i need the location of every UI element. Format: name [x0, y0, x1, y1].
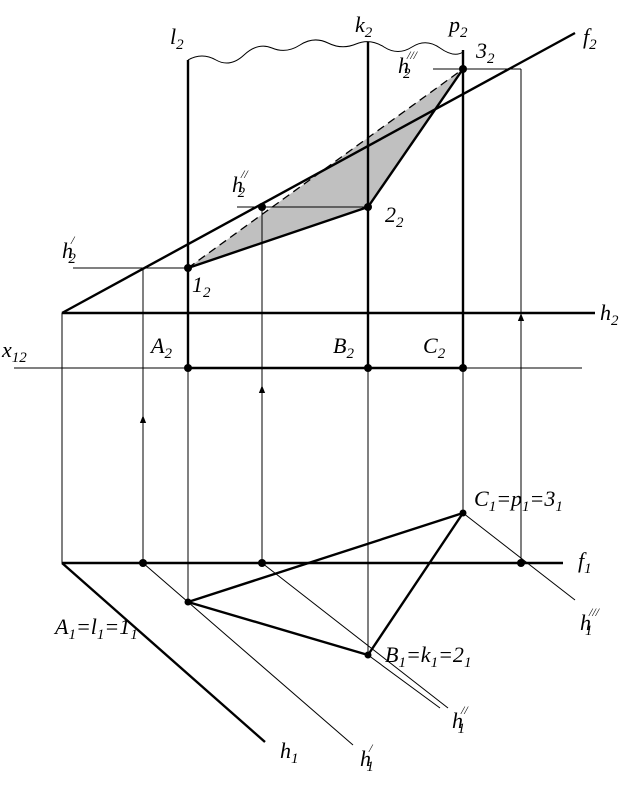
line-from-B1	[367, 654, 441, 709]
line-f2	[61, 31, 576, 315]
label-B1-k1-21: B1=k1=21	[385, 642, 471, 671]
edge-22-32	[367, 68, 464, 208]
point-A2	[184, 364, 192, 372]
label-x12: x12	[1, 337, 27, 366]
label-B2: B2	[333, 333, 354, 362]
point-1-2	[184, 264, 192, 272]
label-h1: h1	[280, 738, 299, 767]
line-h1b	[261, 562, 449, 709]
label-point-3-2: 32	[475, 38, 495, 67]
point-f1-h1b	[258, 559, 266, 567]
point-3-2	[459, 65, 467, 73]
label-k2: k2	[355, 12, 373, 41]
label-C2: C2	[423, 333, 446, 362]
point-f1-h1c	[517, 559, 525, 567]
point-A1	[184, 598, 192, 606]
label-A2: A2	[149, 333, 172, 362]
label-l2: l2	[170, 24, 184, 53]
line-h1c	[462, 512, 576, 601]
point-C2	[459, 364, 467, 372]
label-f2: f2	[583, 24, 597, 53]
label-h2c: h///2	[398, 48, 419, 82]
label-h1b: h//1	[452, 703, 469, 737]
point-B2	[364, 364, 372, 372]
line-h1a	[142, 562, 354, 746]
label-C1-p1-31: C1=p1=31	[474, 486, 563, 515]
edge-12-22	[187, 205, 369, 270]
point-2-2	[364, 203, 372, 211]
break-wavy-line	[187, 39, 464, 64]
label-f1: f1	[578, 548, 592, 577]
label-h2a: h/2	[62, 233, 76, 267]
point-f1-h1a	[139, 559, 147, 567]
point-h2b	[258, 203, 266, 211]
edge-A1-B1	[187, 600, 369, 657]
label-point-2-2: 22	[385, 202, 404, 231]
label-h2: h2	[600, 300, 619, 329]
line-h1	[61, 562, 266, 743]
edge-A1-C1	[187, 511, 464, 604]
label-h1a: h/1	[360, 741, 374, 775]
label-p2: p2	[447, 12, 468, 41]
label-A1-l1-11: A1=l1=11	[53, 614, 138, 643]
point-C1	[459, 509, 467, 517]
edge-B1-C1	[367, 512, 464, 656]
point-B1	[364, 651, 372, 659]
label-point-1-2: 12	[192, 272, 211, 301]
label-h1c: h///1	[580, 605, 601, 639]
label-h2b: h//2	[232, 167, 249, 201]
